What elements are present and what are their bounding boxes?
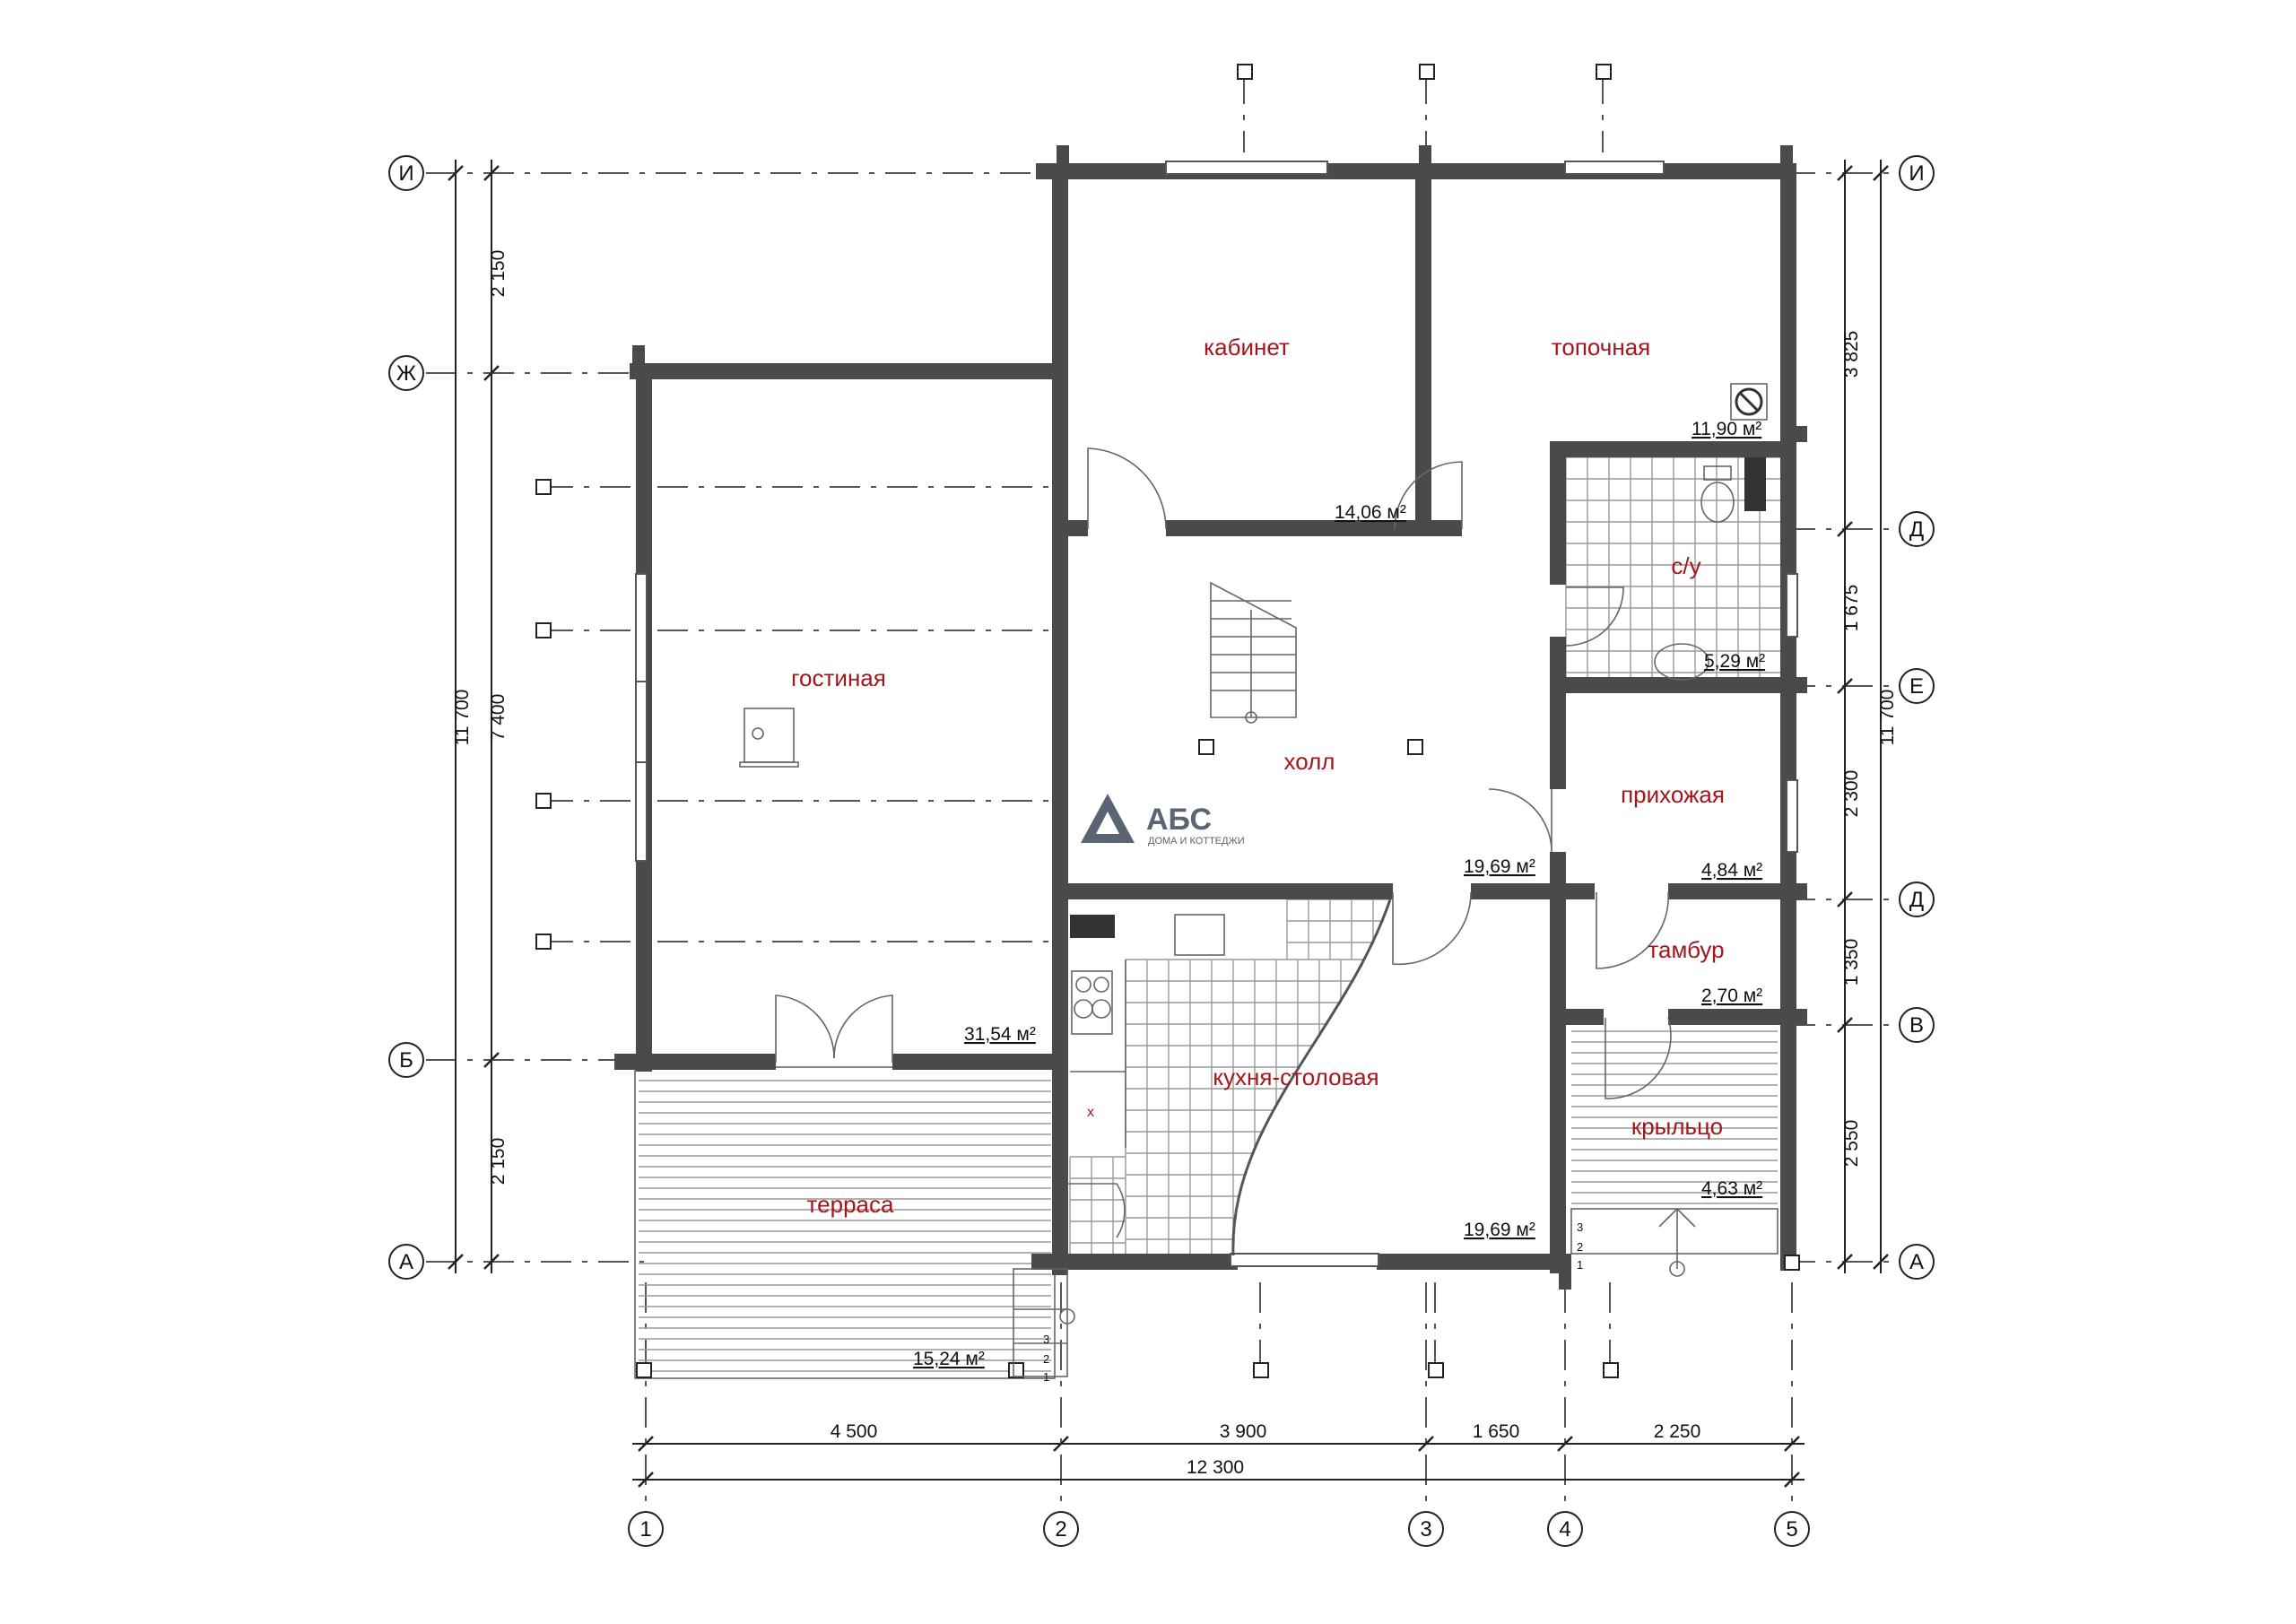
room-area-kuhnya: 19,69 м² — [1464, 1220, 1535, 1240]
room-area-terrasa: 15,24 м² — [913, 1349, 985, 1369]
axis-label-right-3: Д — [1909, 888, 1924, 912]
posts — [535, 64, 1800, 1378]
dim-left-bottom: 2 150 — [488, 1138, 509, 1185]
axis-label-left-1: Ж — [396, 361, 416, 386]
room-name-tambur: тамбур — [1648, 936, 1724, 963]
room-area-su: 5,29 м² — [1704, 651, 1765, 672]
brand-logo: АБС ДОМА И КОТТЕДЖИ — [1081, 794, 1245, 847]
logo-tagline: ДОМА И КОТТЕДЖИ — [1148, 836, 1245, 847]
axis-label-right-0: И — [1909, 161, 1924, 186]
walls — [614, 145, 1807, 1290]
dim-right-1: 3 825 — [1841, 331, 1862, 378]
axis-label-right-4: В — [1909, 1013, 1924, 1038]
axis-label-left-3: А — [399, 1250, 413, 1274]
dim-bottom-3: 1 650 — [1473, 1421, 1520, 1442]
axis-label-right-5: А — [1909, 1250, 1924, 1274]
axis-label-col-4: 5 — [1786, 1517, 1797, 1541]
porch-step-1: 1 — [1577, 1258, 1583, 1272]
room-area-holl: 19,69 м² — [1464, 856, 1535, 877]
room-name-gostinaya: гостиная — [791, 664, 886, 691]
room-name-kabinet: кабинет — [1204, 334, 1290, 360]
steps: 3 2 1 3 2 1 — [1013, 1207, 1779, 1384]
floor-tiles — [1069, 456, 1780, 1254]
terrace-step-2: 2 — [1043, 1352, 1049, 1366]
room-area-tambur: 2,70 м² — [1701, 986, 1762, 1006]
axis-label-col-3: 4 — [1559, 1517, 1570, 1541]
room-name-topochnaya: топочная — [1552, 334, 1651, 360]
logo-mark-icon — [1081, 794, 1135, 843]
windows — [635, 161, 1798, 1267]
room-area-topochnaya: 11,90 м² — [1692, 419, 1761, 439]
dim-right-3: 2 300 — [1841, 770, 1862, 818]
dim-right-5: 2 550 — [1841, 1120, 1862, 1168]
axis-label-col-0: 1 — [639, 1517, 651, 1541]
dim-right-2: 1 675 — [1841, 585, 1862, 632]
dim-right-total: 11 700 — [1877, 690, 1898, 746]
dim-left-total: 11 700 — [452, 690, 473, 746]
svg-text:x: x — [1087, 1105, 1094, 1120]
axis-label-left-2: Б — [399, 1048, 413, 1073]
dim-bottom-4: 2 250 — [1654, 1421, 1701, 1442]
dim-left-top: 2 150 — [488, 250, 509, 298]
terrace-decking — [639, 1080, 1051, 1372]
axis-label-right-1: Д — [1909, 517, 1924, 542]
axis-bubbles: И Ж Б А И Д Е Д В А 1 2 3 4 5 — [388, 155, 1935, 1547]
doors — [775, 447, 1672, 1256]
room-area-kabinet: 14,06 м² — [1335, 502, 1406, 523]
tile-mask — [1234, 899, 1399, 1254]
room-name-terrasa: терраса — [807, 1191, 894, 1218]
room-area-prihozhaya: 4,84 м² — [1701, 860, 1762, 881]
room-name-prihozhaya: прихожая — [1621, 781, 1725, 808]
room-name-su: с/у — [1671, 552, 1700, 579]
logo-name: АБС — [1146, 803, 1212, 837]
axis-label-right-2: Е — [1909, 674, 1924, 699]
terrace-step-1: 1 — [1043, 1370, 1049, 1384]
room-name-kryltso: крыльцо — [1631, 1113, 1723, 1140]
terrace-step-3: 3 — [1043, 1333, 1049, 1346]
axis-label-col-1: 2 — [1055, 1517, 1066, 1541]
dim-right-4: 1 350 — [1841, 939, 1862, 986]
porch-step-2: 2 — [1577, 1240, 1583, 1254]
fixtures: x — [739, 383, 1768, 1148]
dim-left-middle: 7 400 — [488, 694, 509, 742]
room-labels: кабинет 14,06 м² топочная 11,90 м² с/у 5… — [791, 334, 1765, 1369]
room-area-kryltso: 4,63 м² — [1701, 1178, 1762, 1199]
dim-bottom-1: 4 500 — [831, 1421, 878, 1442]
dim-bottom-2: 3 900 — [1220, 1421, 1267, 1442]
dim-bottom-total: 12 300 — [1187, 1457, 1244, 1478]
room-name-holl: холл — [1284, 748, 1335, 775]
dimension-lines: 2 150 7 400 2 150 11 700 3 825 1 675 2 3… — [448, 160, 1898, 1488]
porch-step-3: 3 — [1577, 1220, 1583, 1234]
room-area-gostinaya: 31,54 м² — [964, 1024, 1036, 1045]
room-name-kuhnya: кухня-столовая — [1213, 1064, 1378, 1090]
axis-label-col-2: 3 — [1420, 1517, 1431, 1541]
grid-axes — [426, 74, 1897, 1507]
axis-label-left-0: И — [398, 161, 413, 186]
